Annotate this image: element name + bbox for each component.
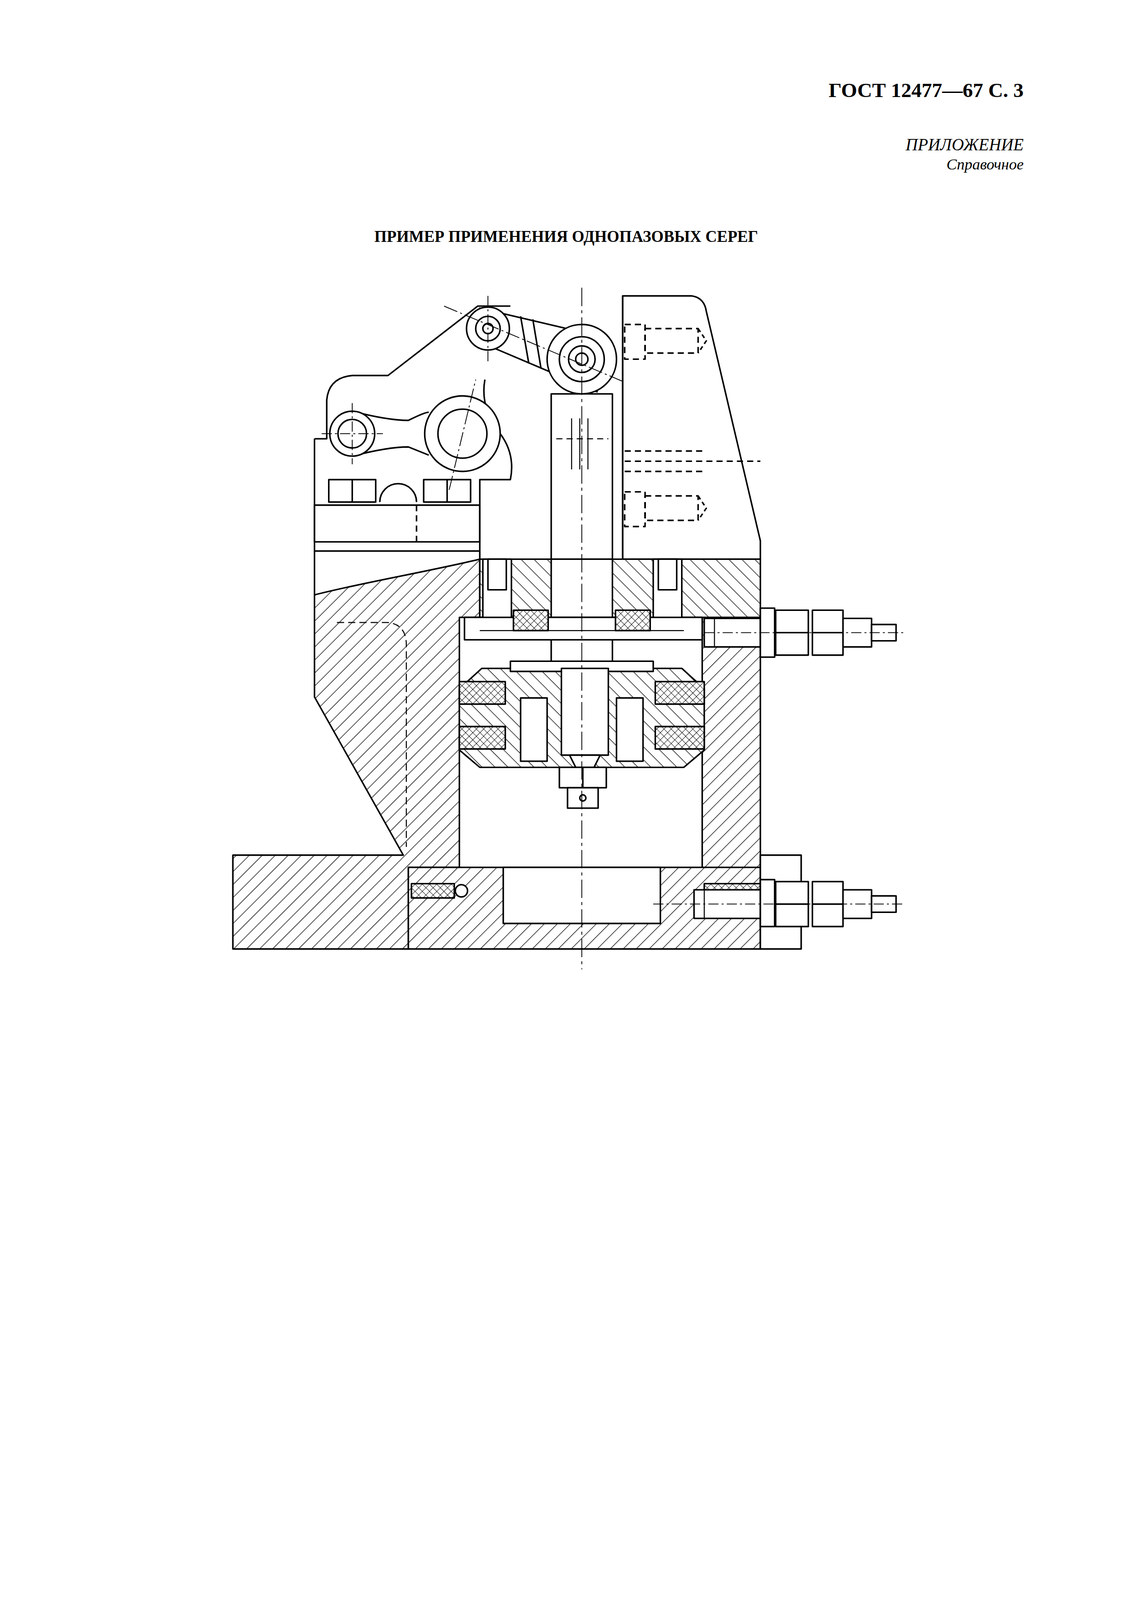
pipe-fitting-part [653, 903, 904, 905]
bottom-cover-part [411, 883, 455, 898]
cylinder-body-part [232, 558, 480, 949]
lever-housing-part [415, 505, 418, 543]
guide-block-part [624, 460, 761, 462]
pivot-joints-part [321, 433, 383, 435]
piston-part [559, 767, 607, 788]
cylinder-body-part [487, 558, 507, 590]
piston-part [655, 726, 705, 749]
pipe-fitting-part [760, 879, 775, 927]
cylinder-body-part [702, 617, 761, 878]
lever-housing-part [423, 479, 471, 502]
guide-block-part [698, 328, 707, 354]
piston-rod-part [587, 418, 589, 470]
piston-part [655, 681, 705, 704]
center-line [581, 287, 583, 970]
page-header: ГОСТ 12477—67 С. 3 [828, 78, 1024, 103]
piston-part [561, 668, 609, 755]
lever-housing-part [351, 479, 354, 502]
pivot-joints-part [444, 306, 639, 388]
pipe-fitting-part [704, 632, 904, 634]
appendix-label: ПРИЛОЖЕНИЕ [905, 134, 1024, 155]
cylinder-body-part [464, 617, 703, 640]
guide-block-part [624, 450, 705, 452]
cylinder-body [232, 558, 761, 949]
piston-part [520, 697, 548, 762]
pipe-fitting [653, 608, 904, 949]
guide-block-part [624, 470, 705, 472]
pivot-joints-part [520, 316, 529, 364]
guide-block-part [624, 491, 646, 527]
cylinder-body-part [479, 558, 761, 618]
bottom-cover-part [455, 884, 468, 897]
lever-housing-part [379, 483, 417, 502]
guide-block [622, 296, 761, 560]
appendix-kind: Справочное [946, 155, 1024, 174]
piston-part [459, 726, 506, 749]
guide-block-part [645, 496, 698, 521]
guide-block-part [645, 328, 698, 354]
piston-part [569, 754, 600, 768]
piston-part [567, 787, 599, 809]
piston-part [579, 794, 586, 801]
guide-block-part [621, 296, 624, 560]
piston-part [616, 697, 643, 762]
guide-block-part [698, 496, 707, 521]
pivot-joints-part [449, 379, 476, 490]
piston-rod-part [579, 418, 581, 470]
bottom-cover-part [408, 867, 761, 949]
piston-rod-part [556, 438, 609, 440]
lever-housing [314, 306, 512, 595]
piston-rod-part [571, 418, 573, 470]
lever-housing-part [446, 479, 448, 502]
pivot-joints-part [351, 403, 353, 465]
bottom-cover [408, 867, 761, 949]
cylinder-body-part [615, 609, 651, 631]
cylinder-body-part [513, 609, 549, 631]
page-title: ПРИМЕР ПРИМЕНЕНИЯ ОДНОПАЗОВЫХ СЕРЕГ [374, 227, 759, 246]
lever-housing-part [314, 550, 480, 552]
guide-block-part [624, 324, 646, 359]
lever-housing-part [328, 479, 376, 502]
lever-housing-part [314, 505, 480, 543]
piston-part [459, 681, 506, 704]
cylinder-body-part [337, 622, 407, 847]
pivot-joints-part [487, 296, 489, 363]
piston-part [582, 767, 584, 788]
guide-block-part [622, 296, 761, 560]
cylinder-body-part [658, 558, 677, 590]
center-line-part [581, 287, 583, 970]
